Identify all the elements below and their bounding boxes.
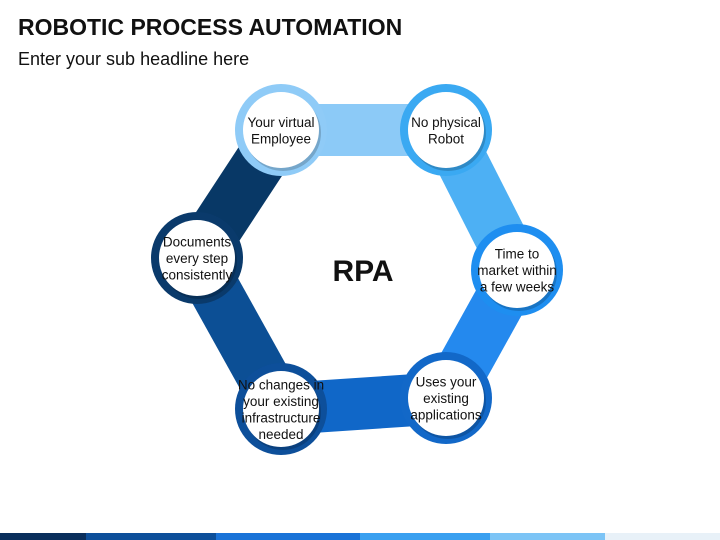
- node-label-line: market within: [477, 263, 557, 278]
- bottom-bar-segment: [0, 533, 87, 540]
- node-label-line: No physical: [411, 115, 481, 130]
- bottom-color-bar: [0, 533, 720, 540]
- node-label-line: Uses your: [416, 375, 477, 390]
- node-label-line: every step: [166, 251, 228, 266]
- bottom-bar-segment: [604, 533, 720, 540]
- node-face: [408, 92, 484, 168]
- node-label-line: a few weeks: [480, 280, 555, 295]
- node-label-line: Employee: [251, 131, 311, 146]
- node-label-line: No changes in: [238, 377, 324, 392]
- node-label-line: needed: [258, 427, 303, 442]
- node-label-line: Your virtual: [247, 115, 314, 130]
- node-label-line: your existing: [243, 394, 319, 409]
- bottom-bar-segment: [86, 533, 216, 540]
- node-label-line: infrastructure: [242, 410, 321, 425]
- bottom-bar-segment: [359, 533, 490, 540]
- node-label-line: consistently: [162, 268, 233, 283]
- page-subtitle: Enter your sub headline here: [18, 49, 250, 69]
- bottom-bar-segment: [215, 533, 360, 540]
- bottom-bar-segment: [489, 533, 605, 540]
- node-face: [243, 371, 319, 447]
- page-title: ROBOTIC PROCESS AUTOMATION: [18, 14, 403, 40]
- node-label-line: applications: [410, 408, 482, 423]
- center-label: RPA: [332, 255, 393, 288]
- node-label-line: Robot: [428, 131, 464, 146]
- node-face: [408, 360, 484, 436]
- node-no-infrastructure-changes: No changes in your existinginfrastructure…: [235, 363, 327, 455]
- node-face: [243, 92, 319, 168]
- node-label-line: Time to: [495, 247, 540, 262]
- node-label-line: existing: [423, 391, 469, 406]
- node-label-line: Documents: [163, 235, 232, 250]
- node-face: [479, 232, 555, 308]
- node-face: [159, 220, 235, 296]
